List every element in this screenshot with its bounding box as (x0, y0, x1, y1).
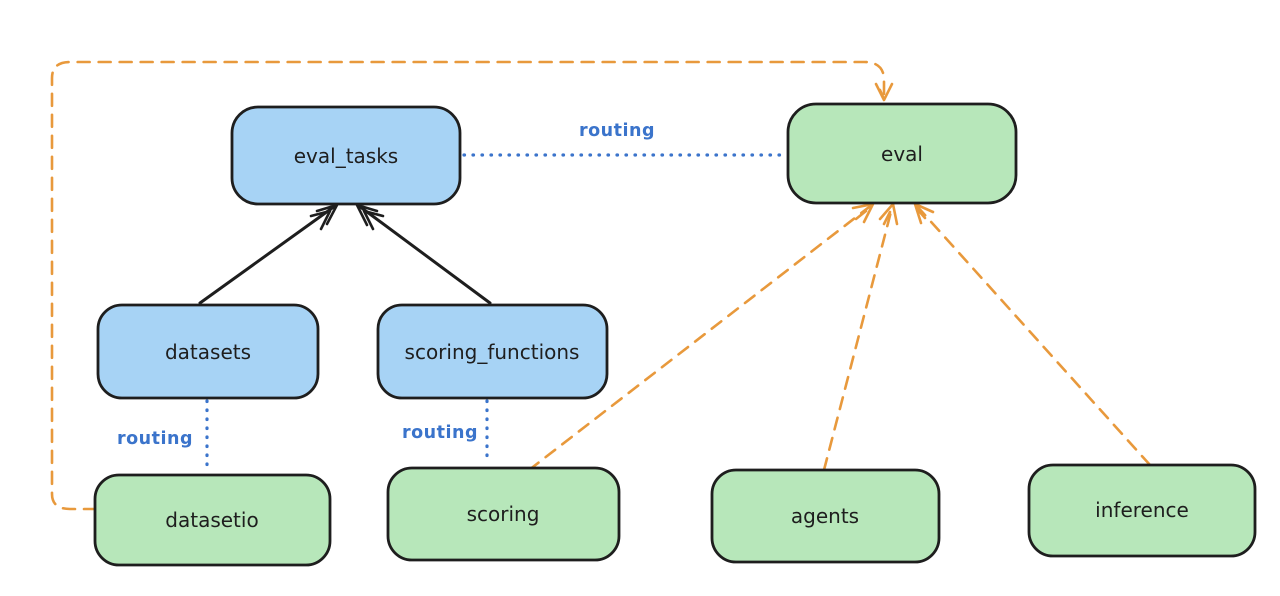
node-box (230, 105, 462, 206)
arrowhead-sketch-icon (916, 208, 927, 220)
node-label: datasets (165, 340, 251, 364)
arrowhead-sketch-icon (882, 210, 892, 226)
node-eval-tasks: eval_tasks (230, 105, 462, 206)
node-box (96, 303, 320, 400)
edge-datasets-to-eval-tasks (198, 203, 339, 305)
arrowhead-sketch-icon (854, 209, 868, 221)
arrowhead-sketch-icon (309, 209, 332, 231)
arrowhead-sketch-icon (878, 88, 886, 101)
node-box (1027, 463, 1257, 558)
edge-inference-to-eval (913, 202, 1152, 467)
edge-scoring-functions-to-scoring: routing (402, 399, 489, 466)
node-label: inference (1095, 498, 1189, 522)
edge-datasetio-to-eval (50, 60, 894, 511)
node-box (786, 102, 1018, 205)
node-box (386, 466, 621, 562)
edge-eval-tasks-to-eval: routing (462, 121, 788, 157)
edge-datasets-to-datasetio: routing (117, 399, 209, 473)
node-label: eval (881, 142, 923, 166)
edge-label-routing: routing (402, 423, 478, 443)
edge-line (50, 60, 886, 511)
node-box (93, 473, 332, 567)
node-agents: agents (710, 468, 941, 564)
edge-line (822, 202, 895, 472)
node-label: eval_tasks (294, 144, 398, 168)
node-box (376, 303, 609, 400)
node-scoring-functions: scoring_functions (376, 303, 609, 400)
edge-line (357, 204, 492, 305)
node-inference: inference (1027, 463, 1257, 558)
node-datasetio: datasetio (93, 473, 332, 567)
node-label: scoring_functions (405, 340, 580, 364)
node-label: datasetio (165, 508, 258, 532)
node-datasets: datasets (96, 303, 320, 400)
node-scoring: scoring (386, 466, 621, 562)
node-label: agents (791, 504, 859, 528)
node-eval: eval (786, 102, 1018, 205)
node-label: scoring (467, 502, 540, 526)
edge-agents-to-eval (822, 202, 899, 472)
edge-line (913, 202, 1152, 467)
node-box (710, 468, 941, 564)
arrowhead-sketch-icon (362, 209, 385, 231)
edge-label-routing: routing (579, 121, 655, 141)
edge-line (198, 204, 337, 305)
edge-line (527, 202, 875, 472)
edge-scoring-functions-to-eval-tasks (355, 203, 492, 305)
edge-label-routing: routing (117, 429, 193, 449)
